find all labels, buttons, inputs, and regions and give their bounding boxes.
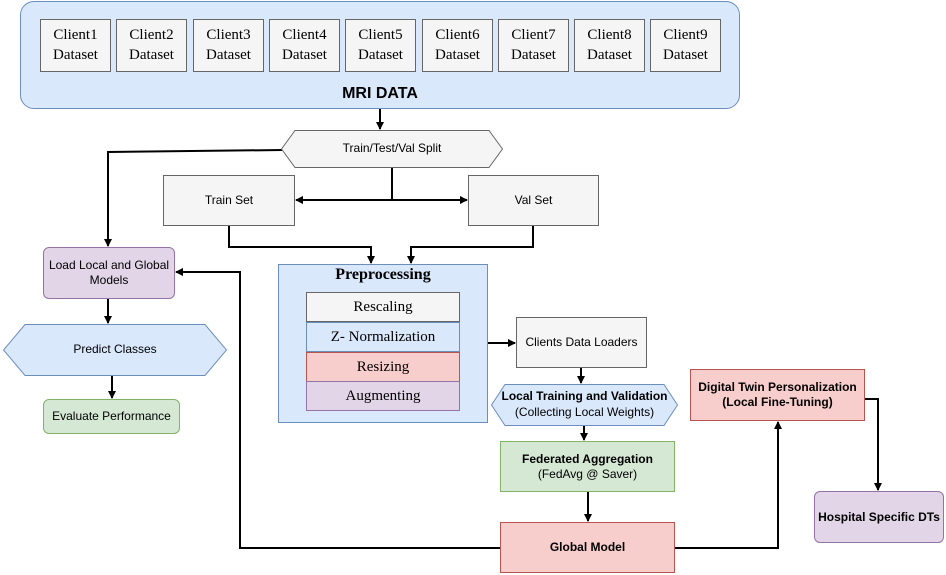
split-node: Train/Test/Val Split	[281, 130, 503, 168]
local-training-node: Local Training and Validation (Collectin…	[491, 384, 678, 426]
client-sub: Dataset	[206, 46, 251, 63]
step-label: Augmenting	[345, 387, 421, 404]
global-model-node: Global Model	[500, 522, 675, 573]
hospital-dts-label: Hospital Specific DTs	[818, 509, 940, 524]
client-sub: Dataset	[282, 46, 327, 63]
predict-classes-shape	[3, 324, 227, 376]
client-name: Client6	[435, 27, 480, 43]
split-shape	[281, 130, 503, 168]
local-training-title: Local Training and Validation	[501, 389, 668, 404]
edge-split-to-load-models	[104, 149, 283, 247]
client-name: Client8	[587, 27, 632, 43]
client-name: Client4	[282, 27, 327, 43]
preprocessing-step-rescaling: Rescaling	[306, 292, 460, 322]
predict-classes-node: Predict Classes	[3, 324, 227, 376]
edge-global-to-load-models	[175, 268, 500, 549]
clients-data-loaders-node: Clients Data Loaders	[516, 317, 647, 368]
hospital-dts-node: Hospital Specific DTs	[814, 491, 944, 543]
evaluate-performance-label: Evaluate Performance	[52, 409, 171, 423]
client-sub: Dataset	[663, 46, 708, 63]
client-name: Client7	[511, 27, 556, 43]
preprocessing-title: Preprocessing	[335, 266, 431, 283]
digital-twin-title: Digital Twin Personalization	[698, 380, 857, 394]
local-training-label: Local Training and Validation (Collectin…	[491, 384, 678, 426]
client-name: Client3	[206, 27, 251, 43]
preprocessing-step-resizing: Resizing	[306, 352, 460, 382]
preprocessing-step-augmenting: Augmenting	[306, 381, 460, 411]
digital-twin-subtitle: (Local Fine-Tuning)	[722, 395, 833, 409]
client-sub: Dataset	[358, 46, 403, 63]
client-sub: Dataset	[129, 46, 174, 63]
evaluate-performance-node: Evaluate Performance	[43, 399, 180, 434]
load-models-label: Load Local and Global Models	[48, 258, 170, 287]
digital-twin-node: Digital Twin Personalization (Local Fine…	[690, 369, 865, 421]
global-model-label: Global Model	[549, 540, 626, 554]
client-name: Client2	[129, 27, 174, 43]
client-name: Client9	[663, 27, 708, 43]
edge-global-to-digital-twin	[675, 421, 782, 549]
val-set-node: Val Set	[468, 175, 599, 226]
mri-data-title: MRI DATA	[342, 85, 418, 102]
step-label: Z- Normalization	[330, 328, 436, 345]
load-models-node: Load Local and Global Models	[43, 247, 175, 299]
train-set-node: Train Set	[163, 175, 295, 226]
client-sub: Dataset	[511, 46, 556, 63]
client-name: Client1	[53, 27, 98, 43]
split-label: Train/Test/Val Split	[342, 141, 442, 156]
step-label: Rescaling	[353, 298, 413, 315]
federated-aggregation-node: Federated Aggregation (FedAvg @ Saver)	[500, 441, 675, 492]
train-set-label: Train Set	[204, 193, 254, 207]
client-sub: Dataset	[587, 46, 632, 63]
edge-digital-twin-to-hospital	[865, 398, 882, 491]
preprocessing-step-normalization: Z- Normalization	[306, 322, 460, 352]
client-sub: Dataset	[435, 46, 480, 63]
predict-classes-label: Predict Classes	[73, 342, 157, 357]
edge-val-to-preprocessing	[407, 226, 534, 264]
val-set-label: Val Set	[514, 193, 553, 207]
client-name: Client5	[358, 27, 403, 43]
clients-data-loaders-label: Clients Data Loaders	[525, 335, 638, 349]
edge-train-to-preprocessing	[228, 226, 375, 264]
local-training-shape	[491, 384, 678, 426]
step-label: Resizing	[356, 358, 410, 375]
federated-aggregation-title: Federated Aggregation	[522, 451, 653, 466]
client-sub: Dataset	[53, 46, 98, 63]
local-training-subtitle: (Collecting Local Weights)	[514, 405, 655, 419]
federated-aggregation-subtitle: (FedAvg @ Saver)	[537, 466, 638, 481]
